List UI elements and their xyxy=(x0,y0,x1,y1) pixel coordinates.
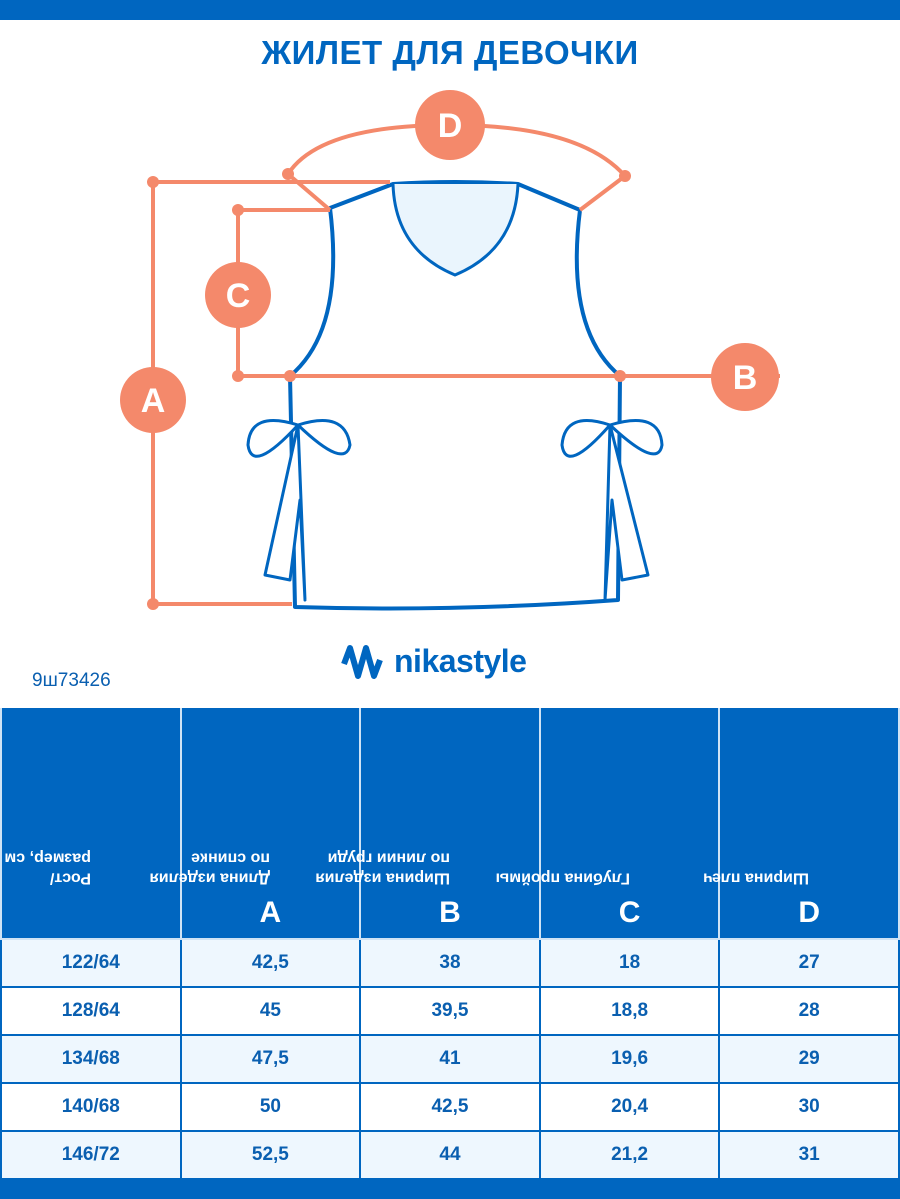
table-cell: 140/68 xyxy=(0,1082,182,1132)
label-c: C xyxy=(226,277,251,315)
header-label: по спинке xyxy=(191,849,271,867)
table-cell: 50 xyxy=(179,1082,362,1132)
table-cell: 52,5 xyxy=(179,1130,362,1180)
label-d: D xyxy=(438,107,463,145)
table-cell: 20,4 xyxy=(538,1082,721,1132)
vest-outline xyxy=(246,180,664,611)
label-a-badge xyxy=(120,367,186,433)
header-label: Глубина проймы xyxy=(495,869,630,887)
table-cell: 29 xyxy=(718,1034,900,1084)
table-cell: 134/68 xyxy=(0,1034,182,1084)
label-b-badge xyxy=(711,343,779,411)
top-band xyxy=(0,0,900,20)
table-cell: 45 xyxy=(179,986,362,1036)
table-cell: 21,2 xyxy=(538,1130,721,1180)
left-bow xyxy=(246,419,352,602)
table-cell: 27 xyxy=(718,938,900,988)
header-label: Длина изделия xyxy=(149,869,271,887)
header-label: Рост/ xyxy=(49,869,91,887)
table-cell: 122/64 xyxy=(0,938,182,988)
header-label: Ширина плеч xyxy=(703,869,810,887)
table-cell: 18,8 xyxy=(538,986,721,1036)
label-d-badge xyxy=(415,90,485,160)
label-a: A xyxy=(141,382,166,420)
article-number: 9ш73426 xyxy=(32,670,111,691)
table-cell: 47,5 xyxy=(179,1034,362,1084)
table-cell: 42,5 xyxy=(359,1082,541,1132)
header-label: размер, см xyxy=(4,849,91,867)
header-label: Ширина изделия xyxy=(315,869,450,887)
page-title: ЖИЛЕТ ДЛЯ ДЕВОЧКИ xyxy=(261,34,639,71)
header-label: по линии груди xyxy=(327,849,450,867)
header-letter: C xyxy=(618,896,641,929)
table-cell: 41 xyxy=(359,1034,541,1084)
table-cell: 38 xyxy=(359,938,541,988)
table-cell: 30 xyxy=(718,1082,900,1132)
brand-name: nikastyle xyxy=(394,643,527,679)
header-letter: B xyxy=(439,896,461,929)
column-header: Рост/размер, см xyxy=(0,708,182,940)
table-cell: 19,6 xyxy=(538,1034,721,1084)
label-b: B xyxy=(733,359,758,397)
table-cell: 39,5 xyxy=(359,986,541,1036)
table-cell: 44 xyxy=(359,1130,541,1180)
table-cell: 18 xyxy=(538,938,721,988)
brand-logo: nikastyle xyxy=(340,643,527,680)
table-cell: 146/72 xyxy=(0,1130,182,1180)
header-letter: A xyxy=(259,896,282,929)
label-c-badge xyxy=(205,262,271,328)
vest-diagram: D C A B xyxy=(120,90,780,611)
brand-wave-icon xyxy=(341,644,383,679)
bottom-band xyxy=(0,1178,900,1199)
table-cell: 128/64 xyxy=(0,986,182,1036)
right-bow xyxy=(560,419,664,602)
table-cell: 31 xyxy=(718,1130,900,1180)
table-cell: 28 xyxy=(718,986,900,1036)
header-letter: D xyxy=(798,896,821,929)
table-cell: 42,5 xyxy=(179,938,362,988)
